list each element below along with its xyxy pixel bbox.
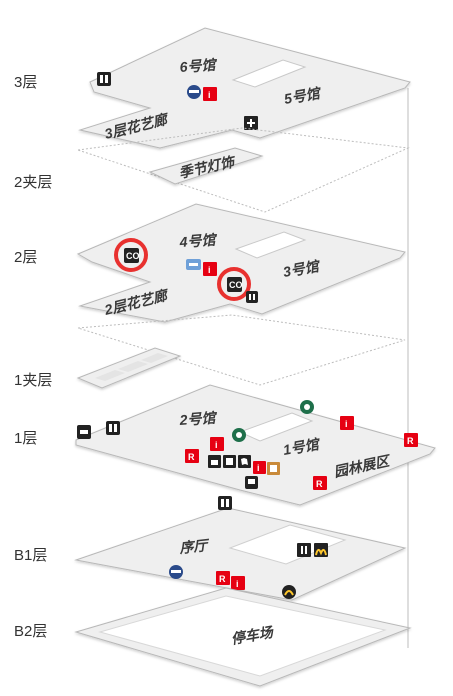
plane-outline bbox=[77, 314, 406, 386]
zone-parking[interactable]: 停车场 bbox=[230, 624, 276, 647]
floor-label-b1[interactable]: B1层 bbox=[14, 547, 47, 564]
svg-text:i: i bbox=[257, 463, 260, 473]
floor-1-atrium bbox=[238, 412, 314, 442]
zone-hall5[interactable]: 5号馆 bbox=[283, 84, 324, 106]
zone-hall3[interactable]: 3号馆 bbox=[282, 257, 323, 279]
locker-icon[interactable] bbox=[223, 455, 236, 468]
highlight-ring bbox=[217, 267, 251, 301]
floor-2m-slab bbox=[148, 147, 264, 185]
floor-1m[interactable] bbox=[76, 347, 182, 389]
map-icon[interactable] bbox=[238, 455, 251, 468]
taxi-icon[interactable] bbox=[77, 425, 91, 439]
restaurant-icon[interactable]: R bbox=[185, 449, 199, 463]
floor-b2-zone bbox=[98, 595, 387, 677]
starbucks-icon[interactable] bbox=[300, 400, 314, 414]
svg-text:i: i bbox=[208, 265, 211, 275]
floor-3-atrium bbox=[231, 59, 307, 88]
floor-label-b2[interactable]: B2层 bbox=[14, 623, 47, 640]
floor-2-slab bbox=[76, 203, 406, 323]
elevator-icon[interactable] bbox=[246, 291, 258, 303]
floor-3[interactable]: 6号馆 5号馆 3层花艺廊 bbox=[78, 27, 411, 149]
svg-text:i: i bbox=[208, 90, 211, 100]
svg-text:R: R bbox=[407, 436, 414, 446]
elevator-icon[interactable] bbox=[97, 72, 111, 86]
dining-icon[interactable] bbox=[297, 543, 311, 557]
floor-label-3[interactable]: 3层 bbox=[14, 74, 37, 91]
floor-b2[interactable]: 停车场 bbox=[74, 587, 412, 687]
first-aid-icon[interactable] bbox=[244, 116, 258, 130]
floor-2[interactable]: 4号馆 3号馆 2层花艺廊 bbox=[76, 203, 406, 323]
plane-outline bbox=[77, 127, 410, 213]
elevator-icon[interactable] bbox=[218, 496, 232, 510]
floor-3-slab bbox=[78, 27, 411, 149]
floor-1-slab bbox=[75, 384, 436, 506]
floor-b1-slab bbox=[74, 507, 407, 601]
zone-hall1[interactable]: 1号馆 bbox=[282, 435, 323, 457]
info-icon[interactable]: i bbox=[340, 416, 354, 430]
info-icon[interactable]: i bbox=[203, 87, 217, 101]
floor-1m-cell bbox=[118, 361, 148, 372]
atm-icon[interactable] bbox=[187, 85, 201, 99]
floor-b1-zone bbox=[228, 524, 347, 565]
floor-1m-cell bbox=[141, 353, 168, 363]
co-icon[interactable]: CO bbox=[227, 277, 243, 292]
zone-hall2[interactable]: 2号馆 bbox=[178, 409, 219, 428]
restaurant-icon[interactable]: R bbox=[216, 571, 230, 585]
floor-2m[interactable]: 季节灯饰 bbox=[148, 147, 264, 185]
mcdonalds-icon[interactable] bbox=[314, 543, 328, 557]
svg-text:i: i bbox=[236, 579, 239, 589]
floor-2-atrium bbox=[234, 231, 307, 259]
metro-icon[interactable] bbox=[282, 585, 296, 599]
zone-hall4[interactable]: 4号馆 bbox=[178, 231, 219, 250]
floor-label-2m[interactable]: 2夹层 bbox=[14, 174, 52, 191]
ticket-icon[interactable] bbox=[267, 462, 280, 475]
atm-icon[interactable] bbox=[186, 259, 201, 270]
restaurant-icon[interactable]: R bbox=[313, 476, 327, 490]
info-icon[interactable]: i bbox=[231, 576, 245, 590]
svg-text:i: i bbox=[345, 419, 348, 429]
floor-b1[interactable]: 序厅 bbox=[74, 507, 407, 601]
floor-label-1[interactable]: 1层 bbox=[14, 430, 37, 447]
floor-label-2[interactable]: 2层 bbox=[14, 249, 37, 266]
svg-text:CO: CO bbox=[126, 251, 140, 261]
highlight-ring bbox=[114, 238, 148, 272]
luggage-icon[interactable] bbox=[208, 455, 221, 468]
co-icon[interactable]: CO bbox=[124, 248, 140, 263]
restaurant-icon[interactable]: R bbox=[404, 433, 418, 447]
svg-text:R: R bbox=[219, 574, 226, 584]
atm-icon[interactable] bbox=[169, 565, 183, 579]
info-icon[interactable]: i bbox=[253, 461, 266, 474]
svg-text:CO: CO bbox=[229, 280, 243, 290]
svg-text:R: R bbox=[316, 479, 323, 489]
elevator-icon[interactable] bbox=[106, 421, 120, 435]
starbucks-icon[interactable] bbox=[232, 428, 246, 442]
bus-icon[interactable] bbox=[245, 476, 258, 489]
zone-hall6[interactable]: 6号馆 bbox=[179, 56, 219, 75]
floor-1m-cell bbox=[95, 370, 125, 381]
floor-label-1m[interactable]: 1夹层 bbox=[14, 372, 52, 389]
floor-1[interactable]: 2号馆 1号馆 园林展区 bbox=[75, 384, 436, 506]
info-icon[interactable]: i bbox=[210, 437, 224, 451]
info-icon[interactable]: i bbox=[203, 262, 217, 276]
svg-text:R: R bbox=[188, 452, 195, 462]
svg-text:i: i bbox=[215, 440, 218, 450]
zone-lobby[interactable]: 序厅 bbox=[178, 537, 211, 556]
